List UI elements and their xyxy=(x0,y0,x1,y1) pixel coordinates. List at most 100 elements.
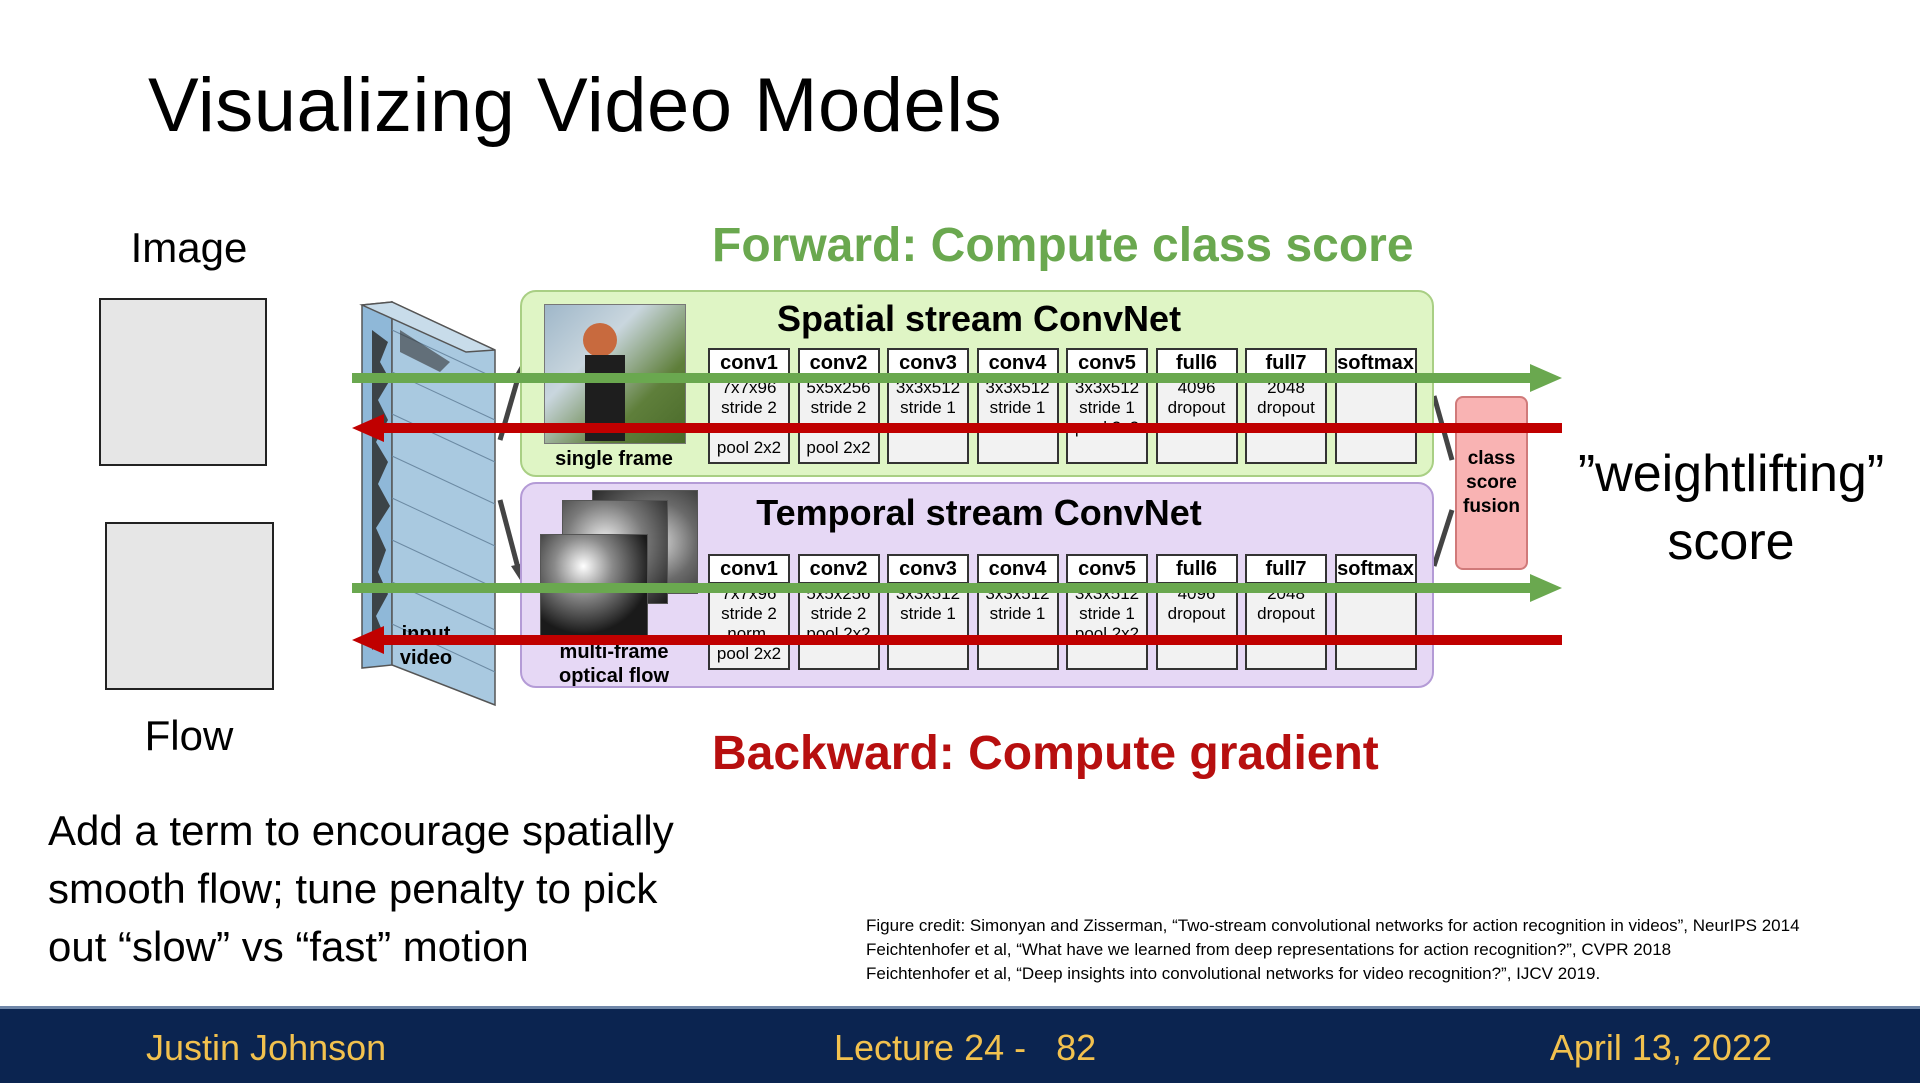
layer-detail: norm. xyxy=(727,624,771,643)
layer-detail: 2048 xyxy=(1267,584,1305,603)
image-label: Image xyxy=(130,224,248,271)
figure-credits: Figure credit: Simonyan and Zisserman, “… xyxy=(866,914,1800,986)
layer-detail: 3x3x512 xyxy=(895,584,961,603)
layer-detail: dropout xyxy=(1167,398,1226,417)
layer-name: conv1 xyxy=(710,556,788,584)
layer-detail: 3x3x512 xyxy=(985,378,1050,397)
layer-name: full7 xyxy=(1247,350,1325,378)
layer-detail: stride 2 xyxy=(721,604,777,623)
image-placeholder-box xyxy=(99,298,267,466)
layer-box-softmax: softmax xyxy=(1334,348,1417,464)
spatial-to-fusion-arrow xyxy=(1431,395,1455,461)
layer-detail: stride 2 xyxy=(721,398,777,417)
layer-detail: stride 2 xyxy=(810,398,867,417)
spatial-stream-title: Spatial stream ConvNet xyxy=(776,298,1182,339)
layer-name: full6 xyxy=(1157,350,1236,378)
footer-author: Justin Johnson xyxy=(146,1027,387,1068)
temporal-stream-title: Temporal stream ConvNet xyxy=(756,492,1202,533)
layer-name: conv2 xyxy=(799,350,878,378)
layer-name: full7 xyxy=(1247,556,1325,584)
layer-detail: 3x3x512 xyxy=(985,584,1050,603)
layer-detail: stride 1 xyxy=(989,604,1046,623)
layer-detail: pool 2x2 xyxy=(806,438,871,457)
layer-name: conv5 xyxy=(1068,350,1146,378)
layer-detail: 3x3x512 xyxy=(1074,584,1140,603)
backward-heading: Backward: Compute gradient xyxy=(712,727,1379,780)
layer-name: full6 xyxy=(1157,556,1236,584)
slide-footer: Justin Johnson Lecture 24 - 82 April 13,… xyxy=(0,1006,1920,1083)
layer-detail: dropout xyxy=(1167,604,1226,623)
layer-box-softmax: softmax xyxy=(1334,554,1417,670)
smooth-flow-note: Add a term to encourage spatially smooth… xyxy=(48,807,674,970)
layer-name: conv3 xyxy=(889,556,967,584)
slide-title: Visualizing Video Models xyxy=(148,63,1003,148)
layer-detail: pool 2x2 xyxy=(716,438,782,457)
layer-name: conv5 xyxy=(1068,556,1146,584)
layer-detail: dropout xyxy=(1257,398,1315,417)
layer-name: conv4 xyxy=(978,350,1057,378)
layer-name: conv4 xyxy=(978,556,1057,584)
layer-detail: 5x5x256 xyxy=(806,584,871,603)
layer-detail: 5x5x256 xyxy=(806,378,871,397)
credit-line: Figure credit: Simonyan and Zisserman, “… xyxy=(866,916,1800,935)
layer-detail: stride 1 xyxy=(1079,398,1135,417)
forward-heading: Forward: Compute class score xyxy=(712,219,1414,272)
layer-detail: pool 2x2 xyxy=(1074,624,1140,643)
credit-line: Feichtenhofer et al, “Deep insights into… xyxy=(866,964,1601,983)
layer-name: softmax xyxy=(1336,350,1415,378)
layer-detail: dropout xyxy=(1257,604,1315,623)
layer-detail: stride 1 xyxy=(1079,604,1135,623)
flow-placeholder-box xyxy=(105,522,274,690)
layer-detail: 2048 xyxy=(1267,378,1305,397)
single-frame-thumbnail xyxy=(544,304,686,444)
single-frame-caption: single frame xyxy=(555,448,673,470)
flow-label: Flow xyxy=(144,712,234,759)
layer-detail: 3x3x512 xyxy=(1074,378,1140,397)
layer-detail: 7x7x96 xyxy=(721,378,777,397)
layer-detail: 7x7x96 xyxy=(721,584,777,603)
layer-detail: 3x3x512 xyxy=(895,378,961,397)
temporal-stream-panel: Temporal stream ConvNet multi-frame opti… xyxy=(520,482,1434,688)
layer-detail: stride 1 xyxy=(900,398,956,417)
spatial-stream-panel: Spatial stream ConvNet single frame conv… xyxy=(520,290,1434,477)
optical-flow-caption: multi-frame optical flow xyxy=(559,641,669,687)
class-score-fusion-label: class score fusion xyxy=(1463,448,1520,517)
layer-name: conv2 xyxy=(799,556,878,584)
input-video-frame-stack xyxy=(359,300,496,707)
layer-name: softmax xyxy=(1336,556,1415,584)
layer-detail: pool 2x2 xyxy=(806,624,871,643)
optical-flow-thumbnail-front xyxy=(540,534,648,640)
input-video-caption: input video xyxy=(399,623,453,669)
layer-detail: norm. xyxy=(727,418,771,437)
footer-date: April 13, 2022 xyxy=(1549,1027,1772,1068)
layer-detail: pool 2x2 xyxy=(716,644,782,663)
credit-line: Feichtenhofer et al, “What have we learn… xyxy=(866,940,1672,959)
layer-detail: stride 1 xyxy=(900,604,956,623)
layer-name: conv3 xyxy=(889,350,967,378)
layer-detail: 4096 xyxy=(1177,378,1216,397)
temporal-to-fusion-arrow xyxy=(1431,509,1455,567)
layer-detail: norm. xyxy=(816,418,861,437)
layer-name: conv1 xyxy=(710,350,788,378)
weightlifting-score-label: ”weightlifting” score xyxy=(1577,445,1885,571)
layer-detail: stride 2 xyxy=(810,604,867,623)
layer-detail: pool 2x2 xyxy=(1074,418,1140,437)
layer-detail: 4096 xyxy=(1177,584,1216,603)
